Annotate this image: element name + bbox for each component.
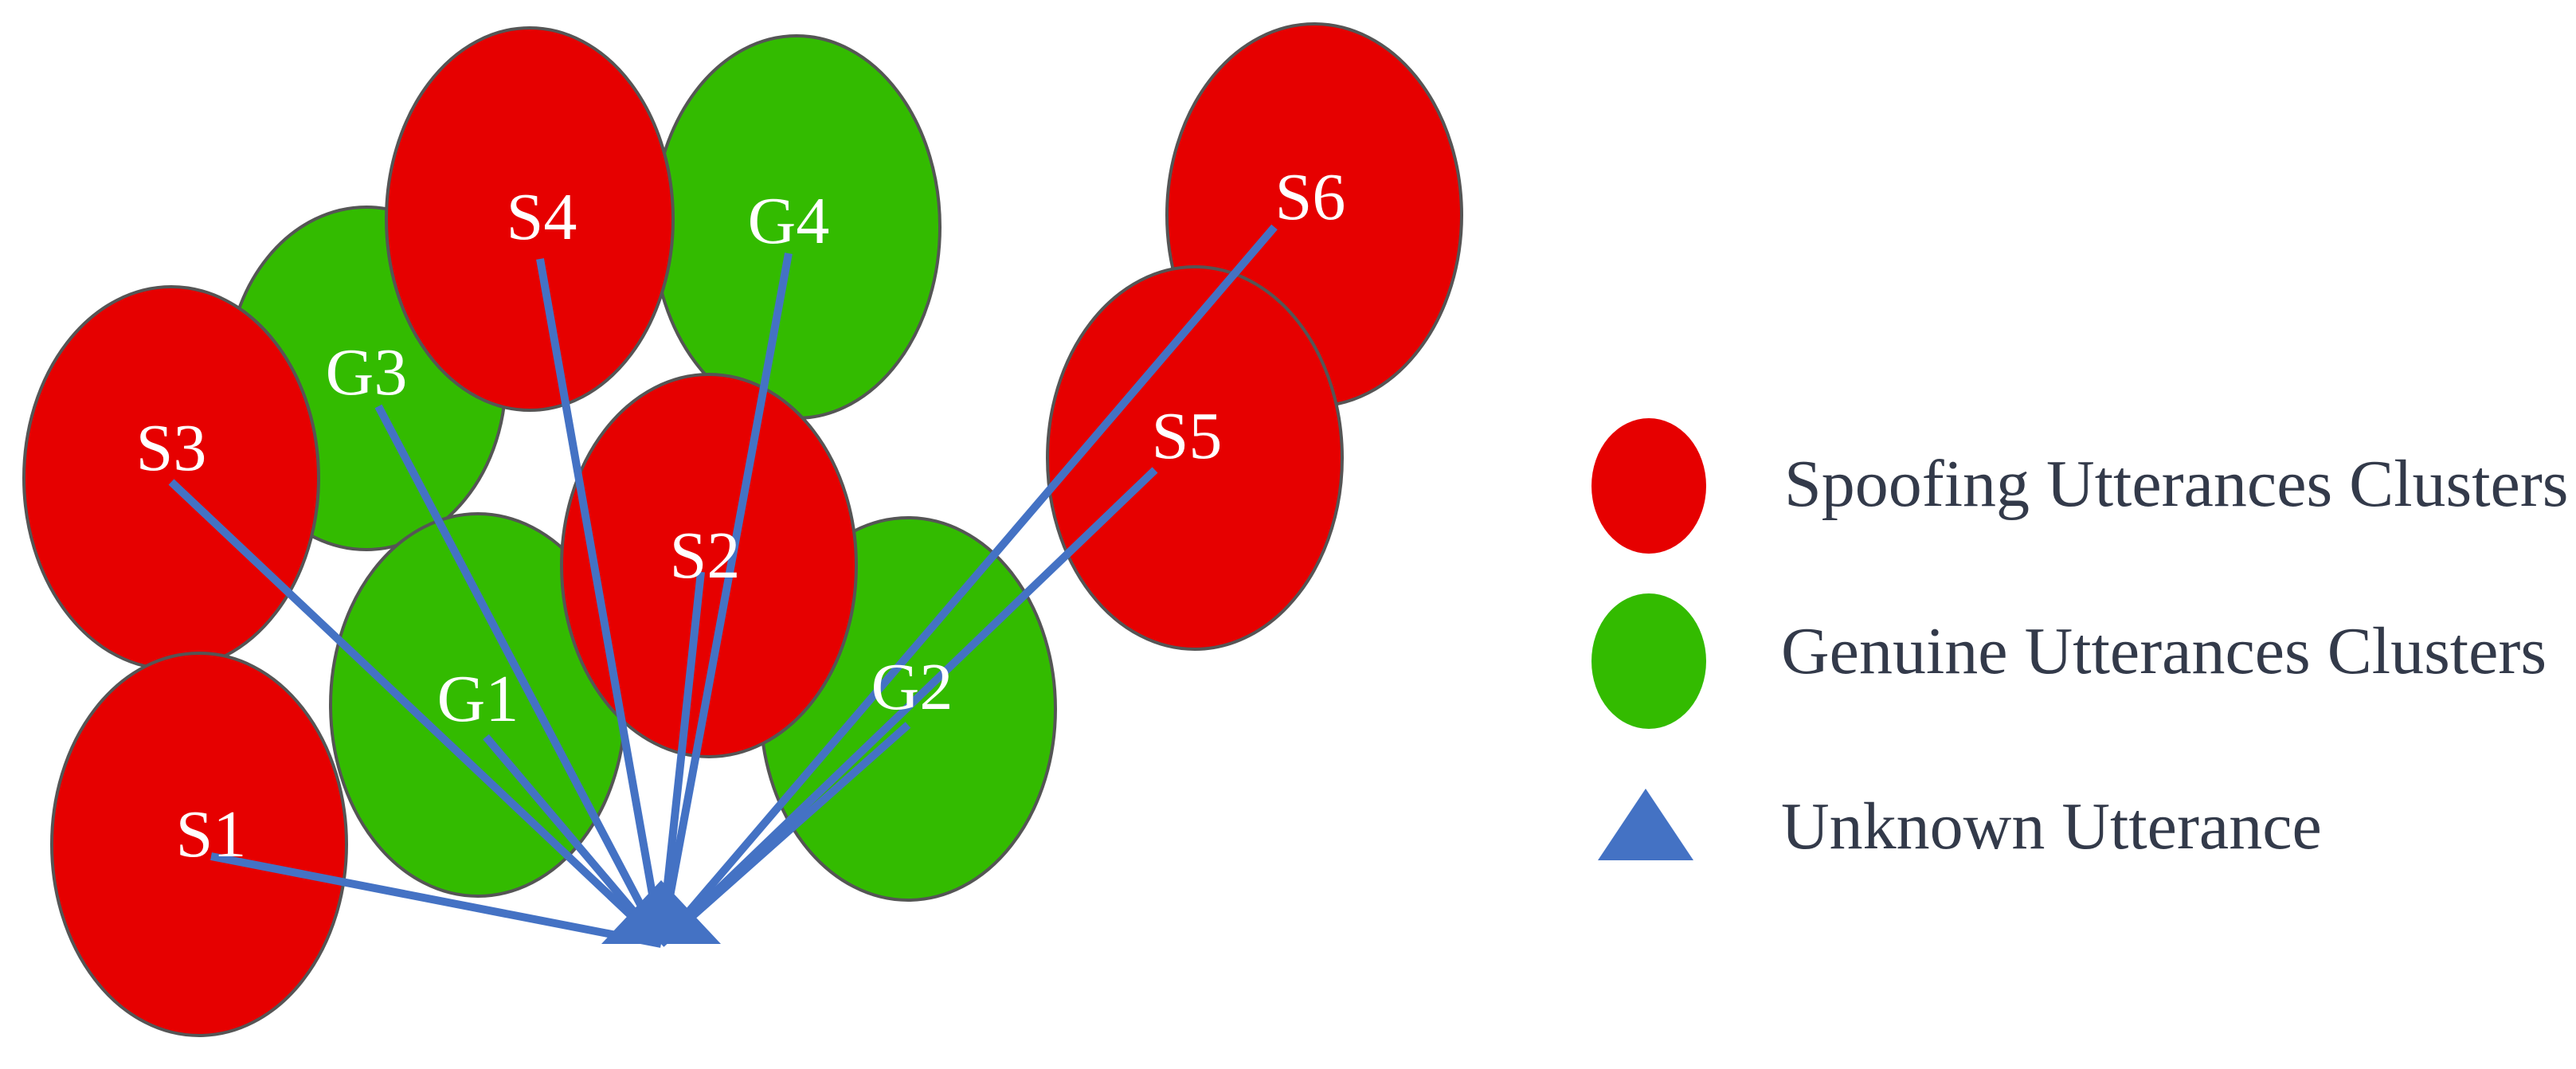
legend-spoofing-label: Spoofing Utterances Clusters (1784, 447, 2569, 521)
distance-lines-layer (168, 224, 1278, 948)
unknown-utterance-layer (601, 880, 721, 944)
distance-line-s3 (168, 479, 664, 947)
distance-line-g4 (657, 253, 793, 945)
distance-line-g3 (374, 404, 665, 946)
cluster-label-g2: G2 (871, 650, 953, 724)
unknown-utterance-triangle-icon (601, 880, 721, 944)
legend-unknown-label: Unknown Utterance (1781, 789, 2322, 863)
cluster-label-s6: S6 (1275, 160, 1346, 234)
distance-line-s2 (657, 571, 705, 945)
legend-genuine-label: Genuine Utterances Clusters (1781, 614, 2547, 688)
cluster-label-s1: S1 (176, 797, 247, 871)
cluster-label-s2: S2 (670, 519, 741, 593)
clusters-layer (22, 22, 1463, 1037)
cluster-label-s5: S5 (1152, 399, 1223, 473)
distance-line-g1 (483, 734, 664, 947)
legend-spoofing-icon (1591, 418, 1706, 554)
cluster-s1 (50, 652, 348, 1037)
cluster-label-s3: S3 (136, 411, 207, 485)
cluster-s4 (385, 26, 675, 412)
distance-line-s6 (658, 224, 1278, 947)
legend-genuine-icon (1591, 593, 1706, 729)
cluster-s2 (560, 373, 858, 758)
cluster-label-g3: G3 (326, 335, 408, 409)
distance-line-g2 (658, 722, 911, 947)
distance-line-s5 (658, 467, 1158, 947)
cluster-label-g1: G1 (437, 662, 519, 736)
cluster-label-g4: G4 (748, 184, 830, 258)
cluster-label-s4: S4 (507, 180, 577, 254)
distance-line-s1 (210, 852, 662, 948)
legend: Spoofing Utterances Clusters Genuine Utt… (1591, 418, 2569, 863)
legend-unknown-triangle-icon (1598, 789, 1693, 860)
distance-line-s4 (536, 258, 665, 945)
cluster-s5 (1046, 265, 1344, 651)
